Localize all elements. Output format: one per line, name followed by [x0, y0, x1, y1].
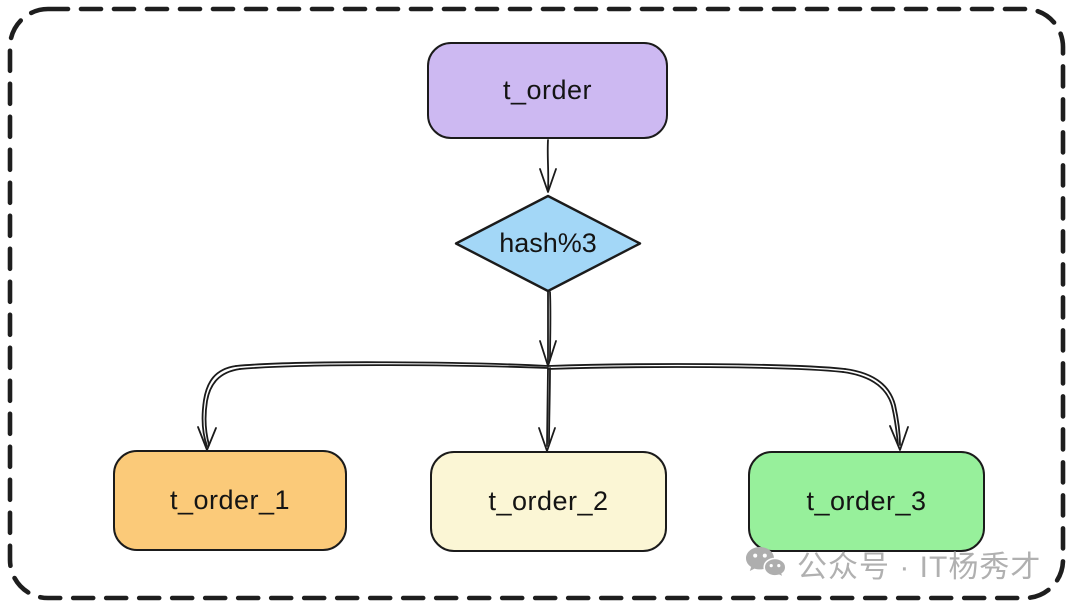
- node-t-order-2-label: t_order_2: [488, 486, 609, 516]
- node-t-order-3: t_order_3: [748, 451, 985, 552]
- node-t-order: t_order: [427, 42, 668, 139]
- wechat-icon: [746, 547, 787, 579]
- node-t-order-2: t_order_2: [430, 451, 667, 552]
- edge-junction-rail: [235, 361, 846, 373]
- dashed-frame: [7, 6, 1066, 601]
- node-hash-shape: [454, 194, 642, 293]
- node-t-order-1: t_order_1: [113, 450, 347, 551]
- edge-hash-junction: [539, 291, 557, 367]
- edge-hash-torder1: [197, 365, 241, 451]
- node-t-order-3-label: t_order_3: [806, 486, 927, 516]
- edge-hash-torder3: [842, 368, 909, 451]
- edge-torder-hash: [539, 139, 557, 193]
- watermark-text: 公众号 · IT杨秀才: [797, 551, 1042, 584]
- edge-hash-torder2: [538, 367, 556, 452]
- watermark: 公众号 · IT杨秀才: [744, 542, 1041, 586]
- node-t-order-label: t_order: [502, 75, 593, 105]
- node-t-order-1-label: t_order_1: [169, 485, 291, 515]
